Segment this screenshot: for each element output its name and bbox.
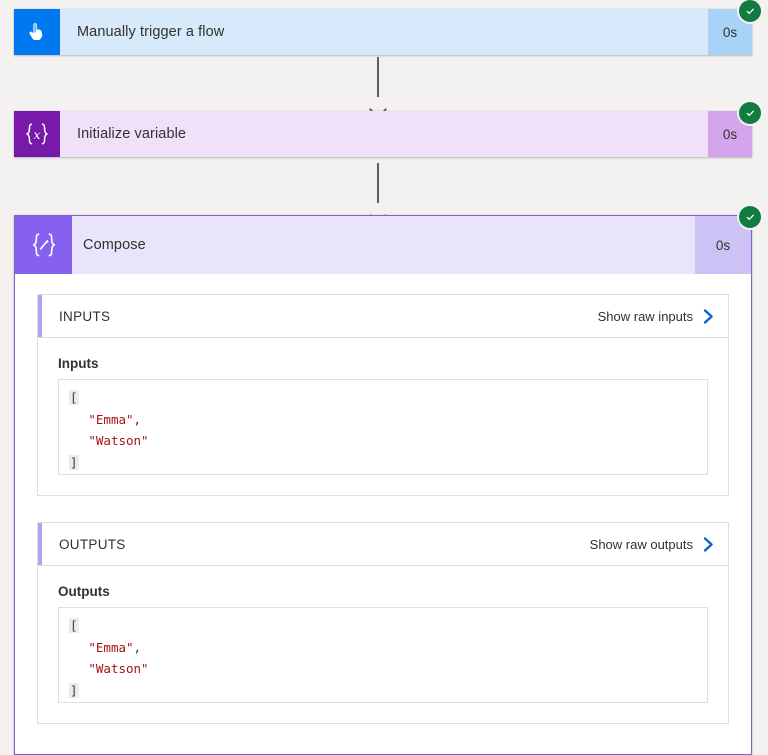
outputs-code-box: [ "Emma", "Watson"] — [58, 607, 708, 703]
code-line: [ — [69, 387, 697, 409]
step-header[interactable]: x Initialize variable 0s — [14, 102, 761, 157]
flow-step-compose[interactable]: Compose 0s INPUTS Show raw inputs — [14, 206, 761, 755]
code-token-punct: [ — [69, 618, 79, 633]
chevron-right-icon — [702, 536, 715, 553]
status-badge — [739, 102, 761, 124]
inputs-section: INPUTS Show raw inputs Inputs [ "Emma", "W… — [37, 294, 729, 496]
step-title: Compose — [83, 237, 146, 253]
show-raw-outputs-label: Show raw outputs — [589, 536, 693, 552]
flow-step-manual-trigger[interactable]: Manually trigger a flow 0s — [14, 0, 761, 55]
step-title: Manually trigger a flow — [77, 24, 225, 40]
inputs-section-body: Inputs [ "Emma", "Watson"] — [38, 338, 728, 495]
code-token-comma: , — [133, 411, 142, 427]
inputs-section-header: INPUTS Show raw inputs — [38, 295, 728, 338]
code-token-punct: ] — [69, 682, 79, 698]
flow-connector-2 — [366, 163, 390, 227]
code-token-string: "Watson" — [88, 661, 149, 676]
outputs-section-label: OUTPUTS — [59, 536, 126, 552]
step-header[interactable]: Compose 0s — [15, 206, 761, 274]
flow-connector-1 — [366, 57, 390, 121]
show-raw-inputs-label: Show raw inputs — [597, 308, 693, 324]
compose-details-body: INPUTS Show raw inputs Inputs [ "Emma", "W… — [15, 274, 751, 724]
code-line: [ — [69, 615, 697, 637]
inputs-field-label: Inputs — [58, 356, 99, 371]
flow-step-initialize-variable[interactable]: x Initialize variable 0s — [14, 102, 761, 157]
status-badge — [739, 0, 761, 22]
step-duration: 0s — [695, 216, 751, 274]
code-token-punct: ] — [69, 454, 79, 470]
svg-text:x: x — [33, 127, 40, 142]
connector-line — [377, 57, 379, 97]
code-line: ] — [69, 452, 697, 474]
outputs-section-header: OUTPUTS Show raw outputs — [38, 523, 728, 566]
section-accent-bar — [38, 523, 42, 565]
braces-pencil-icon — [15, 216, 72, 274]
step-header[interactable]: Manually trigger a flow 0s — [14, 0, 761, 55]
code-line: "Emma", — [69, 637, 697, 659]
code-line: "Watson" — [69, 658, 697, 680]
inputs-code-box: [ "Emma", "Watson"] — [58, 379, 708, 475]
code-line: "Watson" — [69, 430, 697, 452]
outputs-section: OUTPUTS Show raw outputs Outputs [ "Emma"… — [37, 522, 729, 724]
braces-x-icon: x — [14, 111, 60, 157]
code-line: "Emma", — [69, 409, 697, 431]
show-raw-outputs-link[interactable]: Show raw outputs — [590, 536, 715, 553]
inputs-section-label: INPUTS — [59, 308, 111, 324]
connector-line — [377, 163, 379, 203]
status-badge — [739, 206, 761, 228]
hand-pointer-icon — [14, 9, 60, 55]
code-token-string: "Watson" — [88, 433, 149, 448]
code-line: ] — [69, 680, 697, 702]
code-token-string: "Emma" — [88, 411, 134, 427]
chevron-right-icon — [702, 308, 715, 325]
section-accent-bar — [38, 295, 42, 337]
show-raw-inputs-link[interactable]: Show raw inputs — [598, 308, 715, 325]
outputs-section-body: Outputs [ "Emma", "Watson"] — [38, 566, 728, 723]
code-token-string: "Emma" — [88, 639, 134, 655]
code-token-comma: , — [133, 639, 142, 655]
code-token-punct: [ — [69, 390, 79, 405]
outputs-field-label: Outputs — [58, 584, 110, 599]
step-title: Initialize variable — [77, 126, 187, 142]
